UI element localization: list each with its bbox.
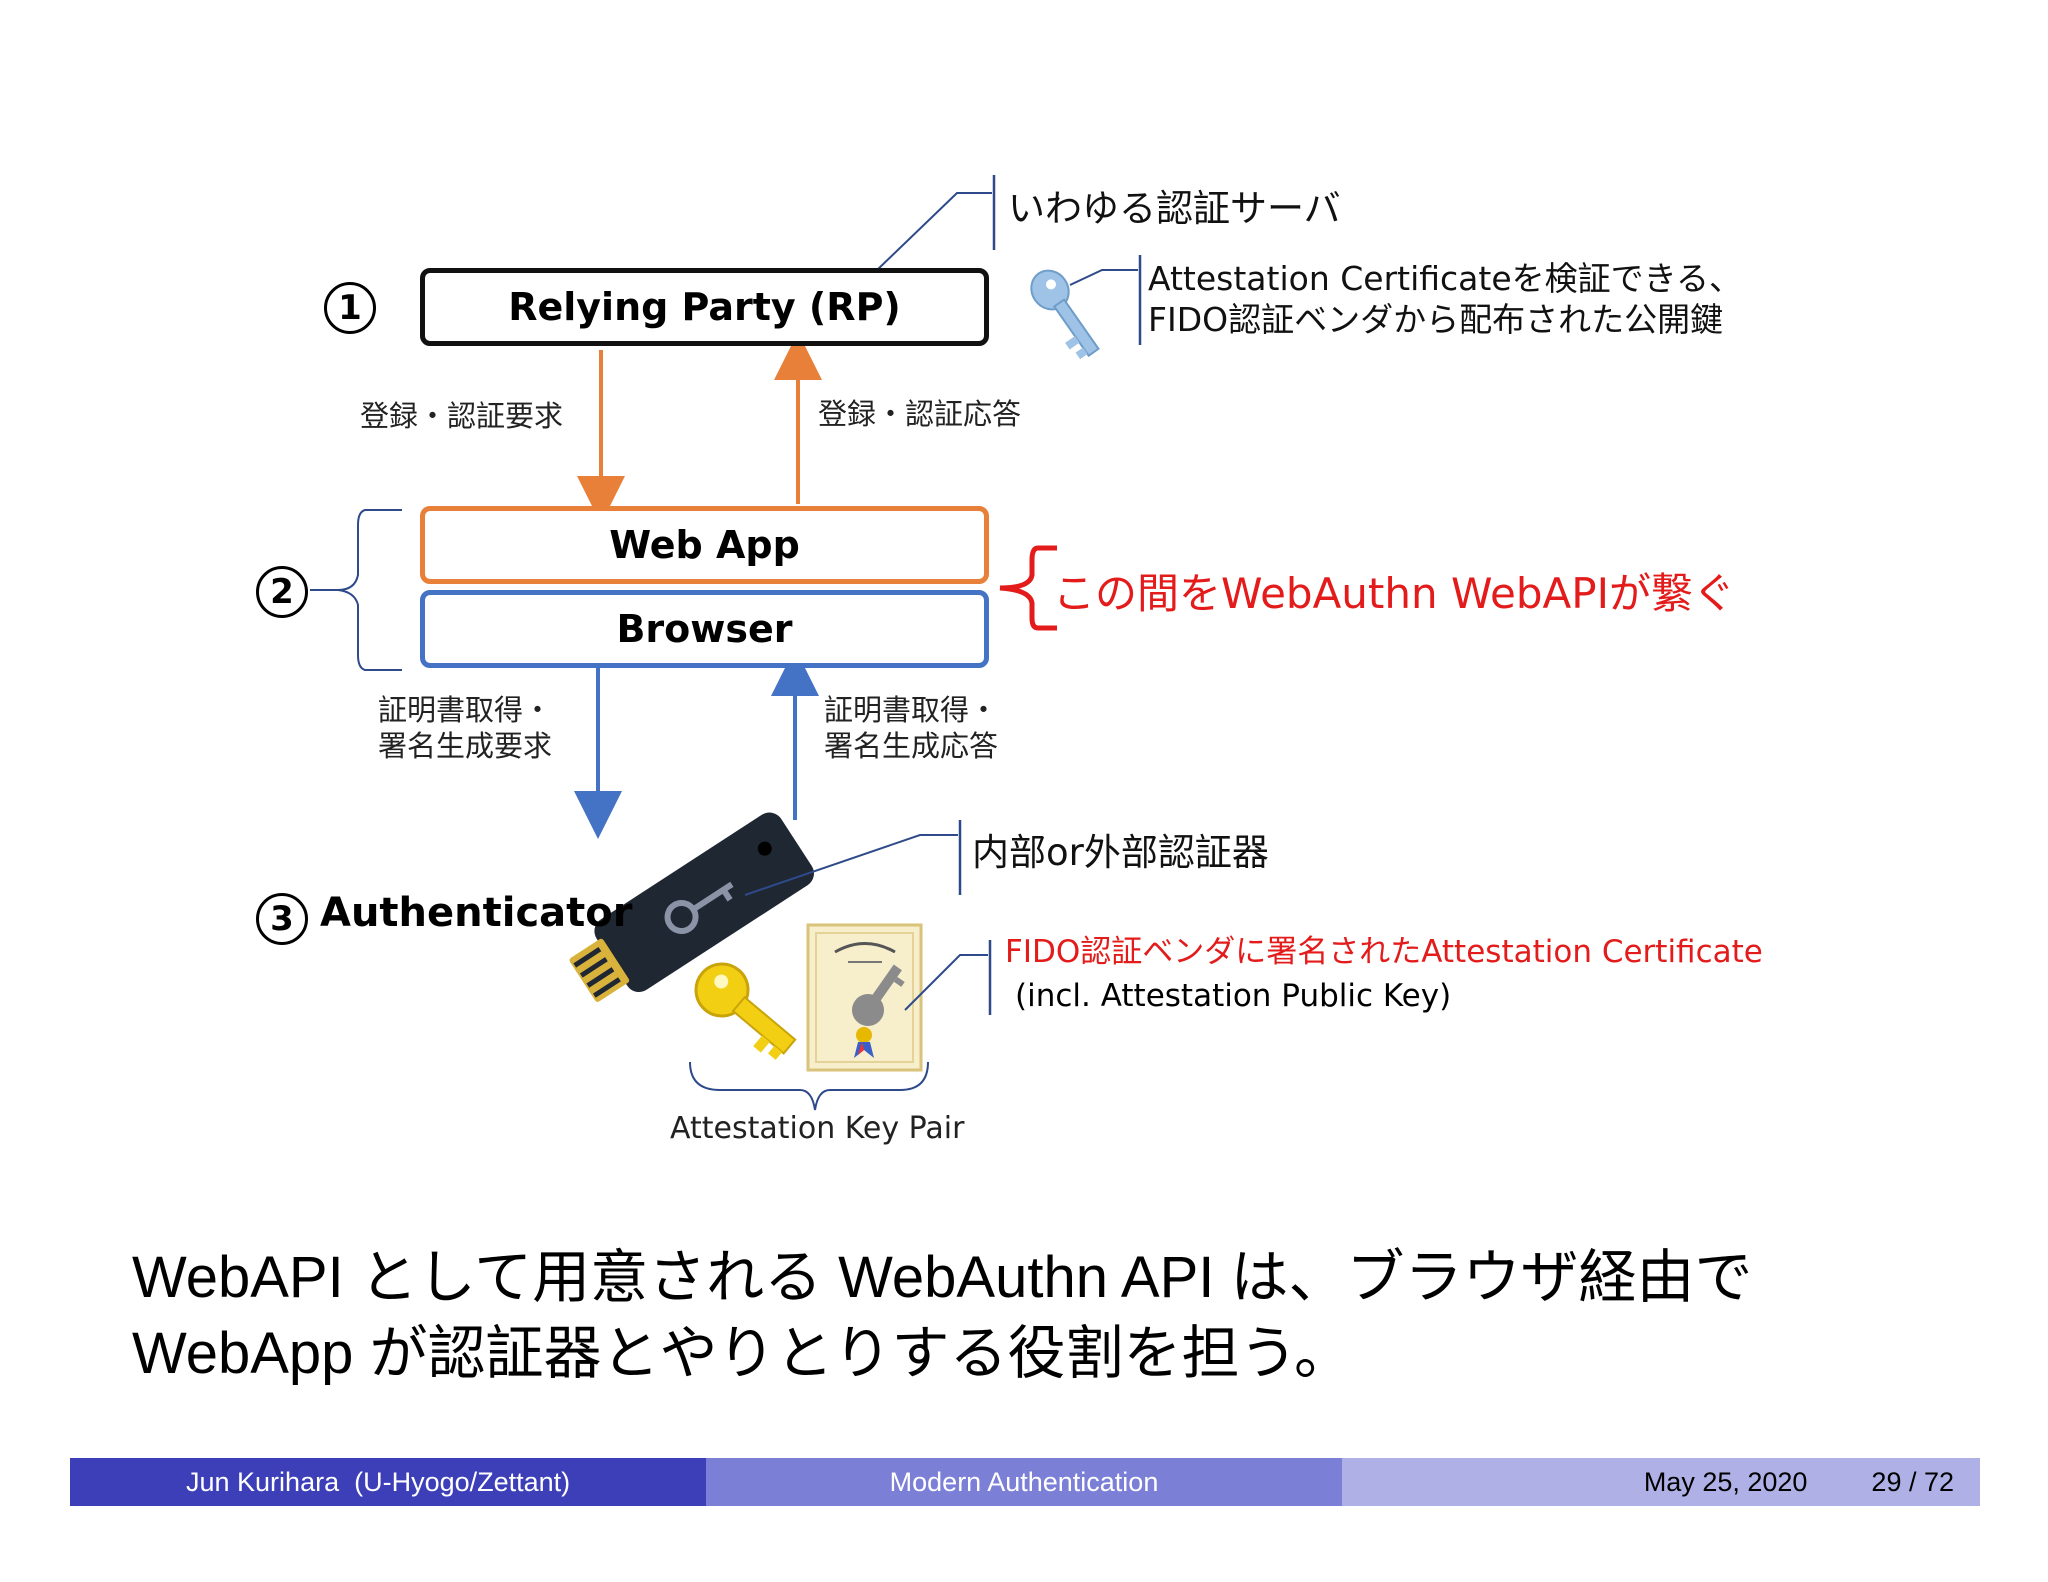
footer-date: May 25, 2020: [1643, 1466, 1808, 1497]
cert-response-line1: 証明書取得・: [824, 693, 999, 727]
slide-body-text: WebAPI として用意される WebAuthn API は、ブラウザ経由で W…: [132, 1240, 1752, 1392]
request-label: 登録・認証要求: [360, 399, 564, 433]
certificate-icon: [806, 923, 923, 1072]
cert-request-line2: 署名生成要求: [378, 729, 553, 764]
footer-author-section: Jun Kurihara (U-Hyogo/Zettant): [70, 1458, 706, 1506]
footer-date-section: May 25, 2020 29 / 72: [1342, 1458, 1980, 1506]
server-note: いわゆる認証サーバ: [1008, 187, 1341, 230]
cert-response-line2: 署名生成応答: [824, 729, 999, 764]
authenticator-callout-line: [744, 834, 958, 896]
public-key-note: Attestation Certificateを検証できる、 FIDO認証ベンダ…: [1148, 258, 1742, 341]
webauthn-note: この間をWebAuthn WebAPIが繋ぐ: [1053, 569, 1735, 618]
slide-footer: Jun Kurihara (U-Hyogo/Zettant) Modern Au…: [70, 1458, 1980, 1506]
authenticator-label: Authenticator: [320, 890, 633, 936]
cert-request-line1: 証明書取得・: [378, 693, 553, 727]
certificate-note-line2: (incl. Attestation Public Key): [1015, 978, 1452, 1015]
webauthn-brace: [999, 545, 1057, 631]
step-2-marker: 2: [256, 566, 308, 618]
relying-party-box: Relying Party (RP): [420, 268, 989, 346]
usb-key-icon: [569, 812, 814, 1002]
public-key-callout-line: [1069, 269, 1138, 286]
browser-label: Browser: [616, 607, 793, 651]
step-3-number: 3: [270, 899, 294, 939]
footer-title-section: Modern Authentication: [706, 1458, 1342, 1506]
item2-bracket: [337, 509, 402, 671]
body-text-line1: WebAPI として用意される WebAuthn API は、ブラウザ経由で: [132, 1245, 1753, 1310]
cert-response-label: 証明書取得・ 署名生成応答: [824, 692, 998, 765]
blue-key-icon: [1030, 269, 1100, 360]
browser-box: Browser: [420, 590, 989, 668]
footer-title: Modern Authentication: [889, 1466, 1159, 1497]
certificate-note: FIDO認証ベンダに署名されたAttestation Certificate (…: [1005, 930, 1763, 1018]
footer-author: Jun Kurihara (U-Hyogo/Zettant): [186, 1466, 571, 1497]
web-app-box: Web App: [420, 506, 989, 584]
step-2-number: 2: [270, 572, 294, 612]
cert-request-label: 証明書取得・ 署名生成要求: [378, 692, 552, 765]
web-app-label: Web App: [609, 523, 800, 567]
footer-page: 29 / 72: [1871, 1466, 1954, 1497]
key-pair-label: Attestation Key Pair: [670, 1111, 965, 1146]
step-1-marker: 1: [324, 282, 376, 334]
public-key-note-line2: FIDO認証ベンダから配布された公開鍵: [1148, 300, 1724, 340]
certificate-callout-line: [904, 954, 988, 1011]
key-pair-brace: [689, 1061, 929, 1111]
relying-party-label: Relying Party (RP): [508, 285, 901, 329]
response-label: 登録・認証応答: [818, 397, 1022, 431]
yellow-key-icon: [694, 962, 797, 1060]
authenticator-note: 内部or外部認証器: [972, 831, 1269, 874]
step-1-number: 1: [338, 288, 362, 328]
certificate-note-line1: FIDO認証ベンダに署名されたAttestation Certificate: [1005, 934, 1763, 970]
public-key-note-line1: Attestation Certificateを検証できる、: [1148, 259, 1742, 298]
body-text-line2: WebApp が認証器とやりとりする役割を担う。: [132, 1321, 1353, 1386]
step-3-marker: 3: [256, 893, 308, 945]
server-callout-line: [874, 192, 992, 273]
